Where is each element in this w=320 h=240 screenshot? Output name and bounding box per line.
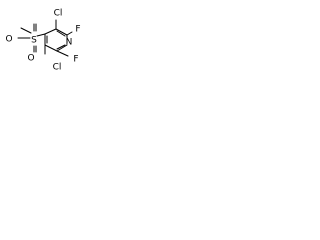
- bond-c6-f-bottom: [56, 50, 69, 57]
- atom-cl-top: Cl: [54, 9, 63, 19]
- bond-n-c6: [56, 44, 68, 52]
- atom-n-ring: N: [66, 38, 73, 48]
- atom-o-right: O: [27, 54, 34, 64]
- atom-cl-bottom: Cl: [53, 63, 62, 73]
- bond-c6-c5: [44, 44, 58, 52]
- bond-s-methyl: [20, 27, 32, 34]
- atom-f-top: F: [75, 25, 80, 35]
- double-bond-c3-c2: [56, 30, 66, 37]
- bond-c3-c2: [55, 28, 68, 36]
- bond-c4-s: [36, 33, 46, 37]
- bond-c2-f-top: [66, 31, 73, 36]
- atom-s-center: S: [31, 36, 37, 46]
- atom-f-bottom: F: [73, 55, 78, 65]
- double-bond-n-c6: [56, 44, 66, 50]
- structure-diagram: Cl F N F Cl S O O: [5, 9, 80, 73]
- atom-o-left: O: [5, 35, 12, 45]
- bond-c4-c3: [44, 28, 57, 35]
